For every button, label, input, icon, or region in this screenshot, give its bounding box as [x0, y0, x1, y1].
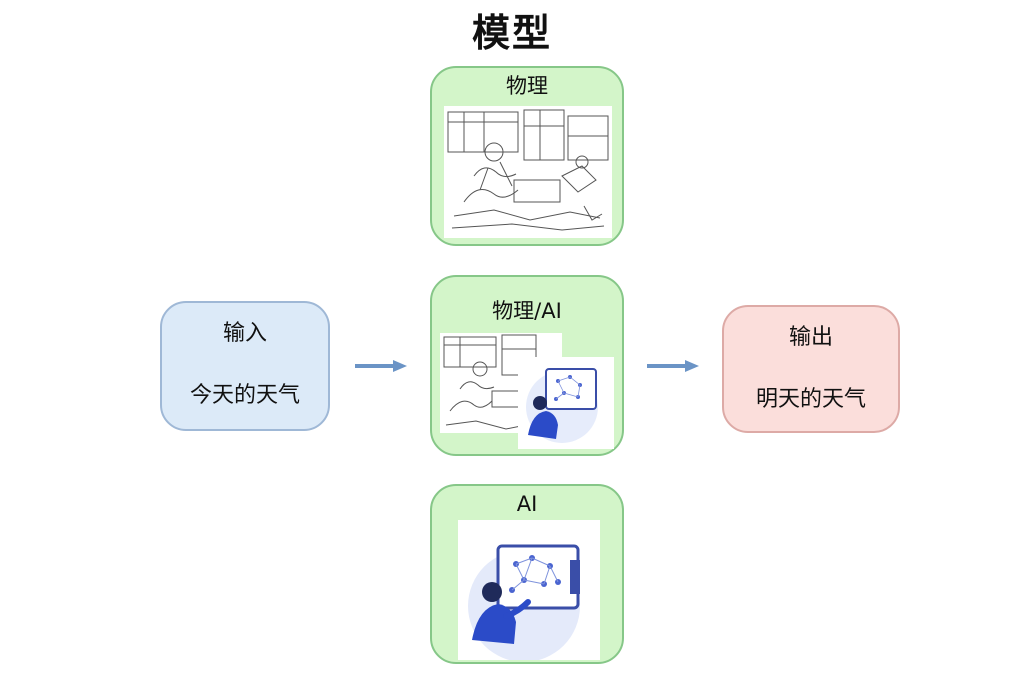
model-label-ai: AI — [516, 492, 538, 516]
model-label-physics: 物理 — [506, 74, 548, 98]
output-text: 明天的天气 — [755, 387, 866, 412]
diagram-title: 模型 — [471, 11, 552, 55]
model-box-physics: 物理 — [430, 66, 624, 246]
input-text: 今天的天气 — [189, 383, 300, 408]
model-box-physics-ai: 物理/AI — [430, 275, 624, 456]
input-heading: 输入 — [222, 321, 267, 346]
ai-neural-network-image — [458, 520, 600, 660]
model-box-ai: AI — [430, 484, 624, 664]
output-box: 输出 明天的天气 — [722, 305, 900, 433]
ai-illustration-image — [518, 357, 614, 449]
output-heading: 输出 — [788, 325, 833, 350]
arrow-input-to-model — [355, 358, 407, 374]
model-label-physics-ai: 物理/AI — [492, 299, 562, 323]
arrow-model-to-output — [647, 358, 699, 374]
physics-lab-sketch-image — [444, 106, 612, 238]
input-box: 输入 今天的天气 — [160, 301, 330, 431]
